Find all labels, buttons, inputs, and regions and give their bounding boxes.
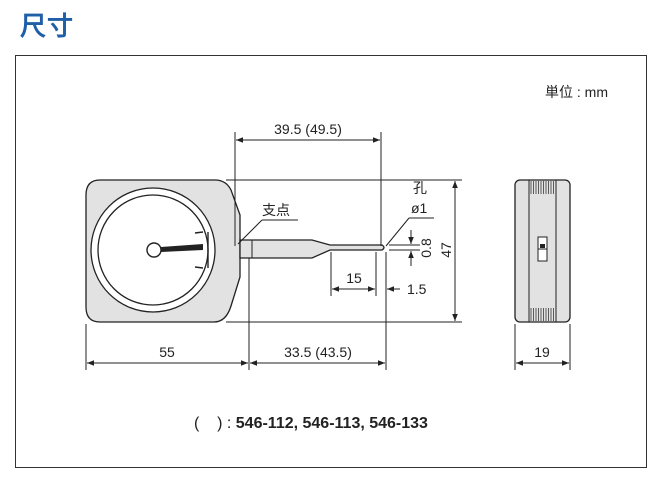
page-title: 尺寸 [20, 12, 75, 42]
lever-arm [239, 239, 385, 259]
dim-tip-width: 0.8 [389, 230, 434, 266]
dim-tip-length: 1.5 [362, 281, 427, 297]
hole-callout: 孔 ø1 [385, 180, 434, 247]
dial-center [146, 242, 162, 258]
svg-text:47: 47 [438, 242, 454, 258]
svg-text:ø1: ø1 [411, 200, 428, 216]
dial-pointer [161, 244, 203, 252]
svg-text:支点: 支点 [262, 202, 290, 218]
svg-text:0.8: 0.8 [418, 238, 434, 258]
drawing-frame [15, 55, 647, 468]
svg-text:15: 15 [346, 270, 362, 286]
dim-arm-length: 33.5 (43.5) [250, 296, 387, 370]
fulcrum-callout: 支点 [237, 202, 298, 245]
dim-height: 47 [226, 179, 462, 323]
unit-label: 単位 : mm [545, 84, 608, 100]
svg-text:55: 55 [159, 344, 175, 360]
gauge-side-view [514, 179, 571, 323]
svg-text:孔: 孔 [413, 180, 427, 196]
dim-overall-span: 39.5 (49.5) [234, 121, 382, 246]
footnote: ( ) : 546-112, 546-113, 546-133 [194, 415, 428, 432]
svg-text:39.5 (49.5): 39.5 (49.5) [274, 121, 342, 137]
svg-text:1.5: 1.5 [407, 281, 427, 297]
gauge-body [85, 179, 241, 323]
dim-body-width: 55 [85, 258, 250, 370]
svg-text:19: 19 [534, 344, 550, 360]
dim-lever-length: 15 [330, 252, 387, 296]
svg-text:33.5 (43.5): 33.5 (43.5) [284, 344, 352, 360]
dim-thickness: 19 [514, 324, 571, 370]
